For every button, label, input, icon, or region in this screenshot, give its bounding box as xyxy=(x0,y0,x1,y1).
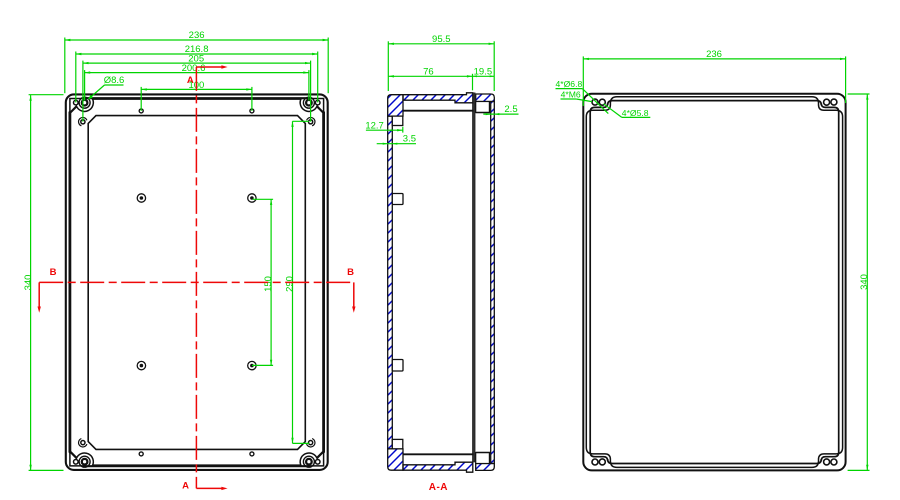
svg-text:4*Ø6.8: 4*Ø6.8 xyxy=(556,79,583,89)
svg-text:200.6: 200.6 xyxy=(182,63,206,74)
svg-text:76: 76 xyxy=(423,67,434,78)
svg-text:A-A: A-A xyxy=(429,482,448,493)
svg-text:19.5: 19.5 xyxy=(474,67,493,78)
svg-text:236: 236 xyxy=(189,30,205,41)
svg-text:2.5: 2.5 xyxy=(504,104,517,115)
svg-text:A: A xyxy=(182,480,189,491)
svg-text:A: A xyxy=(187,75,194,86)
svg-text:290: 290 xyxy=(284,276,295,292)
svg-text:B: B xyxy=(50,267,57,278)
svg-text:95.5: 95.5 xyxy=(432,34,451,45)
svg-text:205: 205 xyxy=(188,54,204,65)
svg-text:3.5: 3.5 xyxy=(403,133,416,144)
svg-text:4*Ø5.8: 4*Ø5.8 xyxy=(622,108,649,118)
svg-text:Ø8.6: Ø8.6 xyxy=(104,75,125,86)
svg-text:150: 150 xyxy=(263,276,274,292)
svg-text:216.8: 216.8 xyxy=(185,44,209,55)
svg-text:236: 236 xyxy=(706,49,722,60)
svg-text:340: 340 xyxy=(23,275,34,291)
svg-text:340: 340 xyxy=(859,274,870,290)
svg-text:4*M6: 4*M6 xyxy=(561,90,581,100)
svg-text:12.7: 12.7 xyxy=(365,121,384,132)
svg-text:B: B xyxy=(347,267,354,278)
